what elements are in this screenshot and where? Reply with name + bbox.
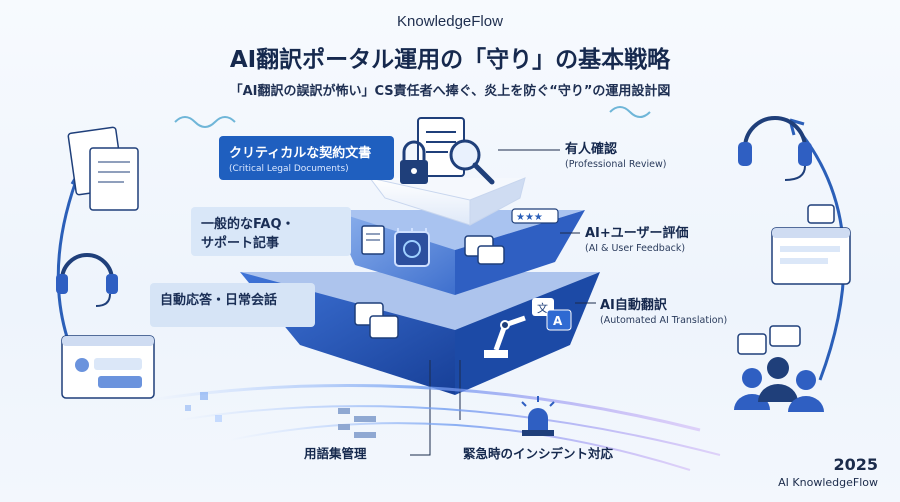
chat-bubble-icon (464, 235, 505, 265)
star-rating-icon: ★★★ (511, 208, 559, 224)
robot-arm-icon (484, 315, 526, 358)
padlock-icon (400, 140, 428, 184)
svg-text:★★★: ★★★ (516, 212, 543, 223)
alarm-light-icon (521, 396, 555, 436)
tier-label-critical-main: クリティカルな契約文書 (229, 146, 372, 161)
method-review-main: 有人確認 (565, 142, 618, 157)
stacked-documents-icon (67, 126, 139, 211)
method-auto-main: AI自動翻訳 (600, 298, 667, 313)
method-feedback-main: AI+ユーザー評価 (585, 226, 689, 241)
squiggle-decor (174, 116, 236, 128)
headset-icon (56, 253, 118, 307)
method-label-feedback: AI+ユーザー評価 (AI & User Feedback) (585, 222, 689, 254)
tier-label-critical-en: (Critical Legal Documents) (229, 164, 349, 174)
foundation-glossary-label: 用語集管理 (304, 446, 367, 461)
tier-label-auto-main: 自動応答・日常会話 (160, 293, 278, 308)
bottom-chat-icon (354, 302, 399, 339)
footer-year: 2025 (833, 455, 878, 474)
tier-label-critical: クリティカルな契約文書 (Critical Legal Documents) (219, 136, 394, 180)
method-auto-en: (Automated AI Translation) (600, 315, 728, 326)
data-stream (149, 383, 721, 471)
method-label-auto: AI自動翻訳 (Automated AI Translation) (600, 294, 727, 326)
glossary-icon (338, 408, 376, 438)
users-icon (734, 325, 824, 412)
tier-label-faq-line2: サポート記事 (201, 236, 280, 251)
method-review-en: (Professional Review) (565, 159, 667, 170)
method-feedback-en: (AI & User Feedback) (585, 243, 686, 254)
mid-document-icon (361, 225, 385, 255)
right-headset-icon (738, 116, 812, 181)
page-title: AI翻訳ポータル運用の「守り」の基本戦略 (229, 47, 671, 73)
footer-brand: AI KnowledgeFlow (778, 476, 878, 489)
svg-text:A: A (553, 314, 563, 328)
chat-window-icon (61, 335, 155, 399)
magnifier-icon (449, 139, 495, 185)
brand-logo-text: KnowledgeFlow (397, 13, 503, 30)
pyramid-top-tier (368, 177, 526, 226)
tier-label-faq: 一般的なFAQ・ サポート記事 (191, 207, 351, 256)
svg-text:文: 文 (537, 301, 548, 315)
tier-label-auto: 自動応答・日常会話 (150, 283, 315, 327)
foundation-incident-label: 緊急時のインシデント対応 (463, 446, 614, 461)
browser-window-icon (771, 204, 851, 285)
translate-icon: 文 A (532, 298, 572, 331)
tier-label-faq-line1: 一般的なFAQ・ (201, 217, 295, 232)
ai-chip-icon (394, 228, 430, 267)
method-label-review: 有人確認 (Professional Review) (565, 138, 666, 170)
page-subtitle: 「AI翻訳の誤訳が怖い」CS責任者へ捧ぐ、炎上を防ぐ“守り”の運用設計図 (229, 84, 671, 99)
